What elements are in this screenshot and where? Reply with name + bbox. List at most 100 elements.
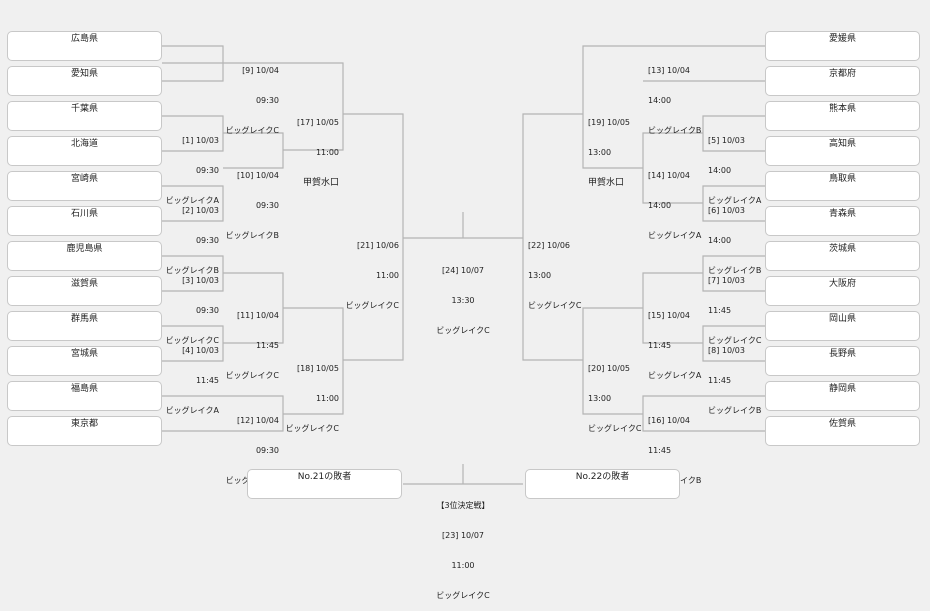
match-venue: 甲賀水口 bbox=[588, 178, 625, 188]
match-time: 14:00 bbox=[648, 96, 672, 105]
team-box: 群馬県 bbox=[7, 311, 162, 341]
match-title: 【3位決定戦】 bbox=[436, 501, 490, 510]
match-time: 13:00 bbox=[588, 148, 612, 157]
match-number: [9] 10/04 bbox=[242, 66, 279, 75]
match-number: [2] 10/03 bbox=[182, 206, 219, 215]
match-venue: ビッグレイクC bbox=[165, 336, 219, 345]
match-info: [17] 10/05 11:00 甲賀水口 bbox=[297, 98, 339, 198]
match-number: [10] 10/04 bbox=[236, 171, 279, 180]
match-number: [15] 10/04 bbox=[648, 311, 691, 320]
match-info: [21] 10/06 11:00 ビッグレイクC bbox=[346, 221, 399, 321]
match-venue: ビッグレイクC bbox=[436, 326, 490, 335]
team-box: 長野県 bbox=[765, 346, 920, 376]
match-number: [5] 10/03 bbox=[708, 136, 745, 145]
match-time: 09:30 bbox=[255, 96, 279, 105]
match-number: [17] 10/05 bbox=[296, 118, 339, 127]
third-place-left-box: No.21の敗者 bbox=[247, 469, 402, 499]
match-info: [14] 10/04 14:00 ビッグレイクA bbox=[648, 151, 701, 251]
match-venue: ビッグレイクC bbox=[225, 126, 279, 135]
match-time: 09:30 bbox=[195, 306, 219, 315]
match-info: [7] 10/03 11:45 ビッグレイクC bbox=[708, 256, 761, 356]
match-venue: ビッグレイクC bbox=[528, 301, 582, 310]
match-info: [20] 10/05 13:00 ビッグレイクC bbox=[588, 344, 641, 444]
match-info: [11] 10/04 11:45 ビッグレイクC bbox=[226, 291, 279, 391]
match-time: 11:00 bbox=[315, 148, 339, 157]
match-info: [4] 10/03 11:45 ビッグレイクA bbox=[166, 326, 219, 426]
match-time: 11:45 bbox=[195, 376, 219, 385]
match-venue: ビッグレイクC bbox=[285, 424, 339, 433]
match-venue: ビッグレイクB bbox=[225, 231, 279, 240]
match-number: [11] 10/04 bbox=[236, 311, 279, 320]
match-venue: ビッグレイクC bbox=[436, 591, 490, 600]
match-venue: ビッグレイクC bbox=[708, 336, 762, 345]
match-time: 09:30 bbox=[195, 166, 219, 175]
match-info: [8] 10/03 11:45 ビッグレイクB bbox=[708, 326, 761, 426]
match-time: 13:30 bbox=[451, 296, 475, 305]
match-time: 14:00 bbox=[648, 201, 672, 210]
match-venue: ビッグレイクB bbox=[165, 266, 219, 275]
match-number: [23] 10/07 bbox=[441, 531, 485, 540]
match-time: 11:00 bbox=[315, 394, 339, 403]
team-box: 大阪府 bbox=[765, 276, 920, 306]
team-box: 広島県 bbox=[7, 31, 162, 61]
match-time: 13:00 bbox=[528, 271, 552, 280]
match-time: 14:00 bbox=[708, 236, 732, 245]
team-box: 石川県 bbox=[7, 206, 162, 236]
match-number: [4] 10/03 bbox=[182, 346, 219, 355]
match-venue: ビッグレイクC bbox=[588, 424, 642, 433]
match-number: [22] 10/06 bbox=[528, 241, 571, 250]
match-venue: ビッグレイクC bbox=[345, 301, 399, 310]
match-info: [9] 10/04 09:30 ビッグレイクC bbox=[226, 46, 279, 146]
match-number: [20] 10/05 bbox=[588, 364, 631, 373]
match-number: [19] 10/05 bbox=[588, 118, 631, 127]
bracket-lines bbox=[162, 45, 765, 485]
match-time: 09:30 bbox=[255, 201, 279, 210]
team-box: 静岡県 bbox=[765, 381, 920, 411]
match-info: [3] 10/03 09:30 ビッグレイクC bbox=[166, 256, 219, 356]
match-number: [24] 10/07 bbox=[441, 266, 485, 275]
match-number: [16] 10/04 bbox=[648, 416, 691, 425]
team-box: 青森県 bbox=[765, 206, 920, 236]
match-number: [12] 10/04 bbox=[236, 416, 279, 425]
match-info: [19] 10/05 13:00 甲賀水口 bbox=[588, 98, 630, 198]
match-venue: ビッグレイクA bbox=[165, 406, 219, 415]
match-number: [18] 10/05 bbox=[296, 364, 339, 373]
match-venue: ビッグレイクB bbox=[648, 126, 702, 135]
team-box: 福島県 bbox=[7, 381, 162, 411]
match-info-final: [24] 10/07 13:30 ビッグレイクC bbox=[423, 246, 503, 346]
team-box: 佐賀県 bbox=[765, 416, 920, 446]
match-number: [7] 10/03 bbox=[708, 276, 745, 285]
match-time: 11:45 bbox=[648, 341, 672, 350]
match-info: [5] 10/03 14:00 ビッグレイクA bbox=[708, 116, 761, 216]
match-number: [8] 10/03 bbox=[708, 346, 745, 355]
match-venue: 甲賀水口 bbox=[302, 178, 339, 188]
team-box: 愛知県 bbox=[7, 66, 162, 96]
match-venue: ビッグレイクB bbox=[708, 406, 762, 415]
match-info: [10] 10/04 09:30 ビッグレイクB bbox=[226, 151, 279, 251]
match-venue: ビッグレイクB bbox=[708, 266, 762, 275]
team-box: 愛媛県 bbox=[765, 31, 920, 61]
match-info: [22] 10/06 13:00 ビッグレイクC bbox=[528, 221, 581, 321]
match-venue: ビッグレイクA bbox=[708, 196, 762, 205]
team-box: 京都府 bbox=[765, 66, 920, 96]
team-box: 滋賀県 bbox=[7, 276, 162, 306]
match-info-third-place: 【3位決定戦】 [23] 10/07 11:00 ビッグレイクC bbox=[408, 481, 518, 611]
match-number: [13] 10/04 bbox=[648, 66, 691, 75]
match-venue: ビッグレイクA bbox=[648, 371, 702, 380]
match-time: 14:00 bbox=[708, 166, 732, 175]
match-time: 11:45 bbox=[708, 376, 732, 385]
team-box: 鹿児島県 bbox=[7, 241, 162, 271]
match-info: [15] 10/04 11:45 ビッグレイクA bbox=[648, 291, 701, 391]
match-number: [6] 10/03 bbox=[708, 206, 745, 215]
team-box: 北海道 bbox=[7, 136, 162, 166]
match-time: 11:45 bbox=[648, 446, 672, 455]
team-box: 鳥取県 bbox=[765, 171, 920, 201]
team-box: 宮崎県 bbox=[7, 171, 162, 201]
team-box: 千葉県 bbox=[7, 101, 162, 131]
match-info: [13] 10/04 14:00 ビッグレイクB bbox=[648, 46, 701, 146]
match-number: [14] 10/04 bbox=[648, 171, 691, 180]
team-box: 東京都 bbox=[7, 416, 162, 446]
match-info: [6] 10/03 14:00 ビッグレイクB bbox=[708, 186, 761, 286]
match-number: [21] 10/06 bbox=[356, 241, 399, 250]
match-time: 09:30 bbox=[255, 446, 279, 455]
